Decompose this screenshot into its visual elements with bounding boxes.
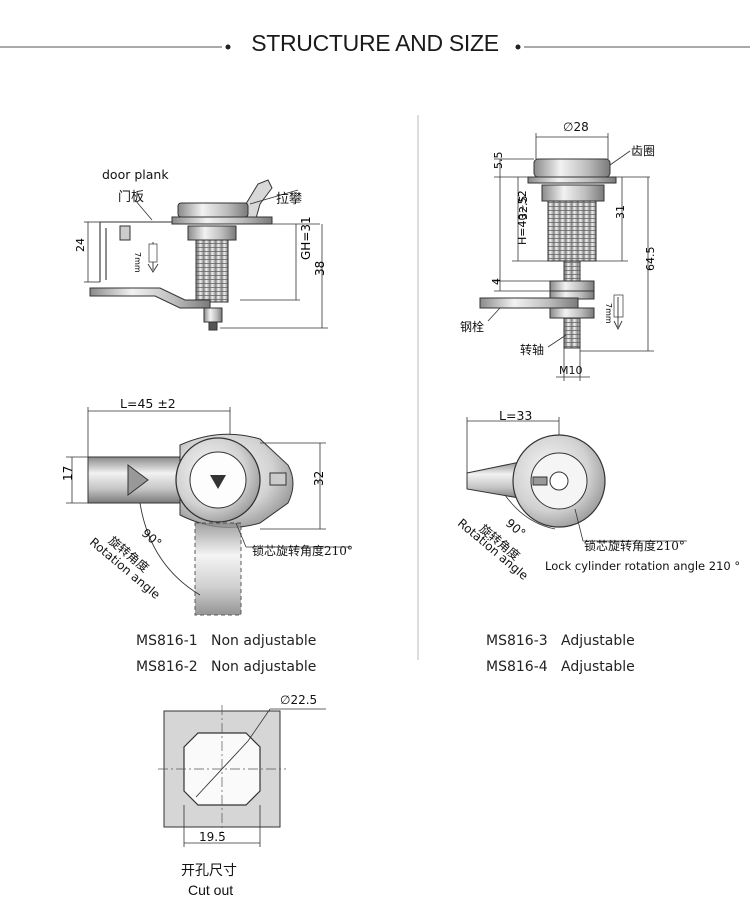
dim-17: 17 <box>61 466 75 481</box>
dim-31: 31 <box>614 205 627 219</box>
model-right-3: MS816-3 Adjustable <box>486 633 635 649</box>
cutout-dim-width: 19.5 <box>199 830 226 844</box>
dim-d28: ∅28 <box>563 120 589 134</box>
label-ring-cn: 齿圈 <box>631 144 656 158</box>
cutout-diagram <box>158 705 326 847</box>
section-divider <box>417 115 419 660</box>
cylinder-rotation-en-right: Lock cylinder rotation angle 210 ° <box>545 559 741 573</box>
dim-24: 24 <box>74 238 87 252</box>
dim-32-5: 32.5 <box>517 196 530 221</box>
dim-l-33: L=33 <box>499 408 533 423</box>
front-view-adjustable-diagram <box>466 417 687 542</box>
model-left-2: MS816-2 Non adjustable <box>136 659 317 675</box>
dim-64-5: 64.5 <box>644 247 657 272</box>
cylinder-rotation-cn-right: 锁芯旋转角度210° <box>584 539 685 553</box>
side-view-adjustable-diagram: 5.5 32.5 H=40~52 4 31 64.5 7mm <box>479 133 657 381</box>
dim-gh-31: GH=31 <box>299 216 313 260</box>
model-left-1: MS816-1 Non adjustable <box>136 633 317 649</box>
label-bolt-cn: 钢栓 <box>460 320 485 334</box>
cylinder-rotation-cn-left: 锁芯旋转角度210° <box>252 544 353 558</box>
label-handle-cn: 拉攀 <box>276 192 303 207</box>
page-title: STRUCTURE AND SIZE <box>251 30 499 56</box>
dim-7mm-left: 7mm <box>133 252 142 273</box>
model-right-4: MS816-4 Adjustable <box>486 659 635 675</box>
front-view-fixed-diagram: 17 32 <box>61 407 350 616</box>
side-view-fixed-diagram: 24 7mm GH=31 38 <box>74 179 328 331</box>
label-door-plank-cn: 门板 <box>118 190 145 205</box>
dim-5-5: 5.5 <box>492 152 505 170</box>
dim-32: 32 <box>312 471 326 486</box>
dim-7mm-right: 7mm <box>604 303 613 324</box>
dim-38: 38 <box>313 261 327 276</box>
header-rule <box>0 44 750 50</box>
dim-h: H=40~52 <box>516 190 529 245</box>
cutout-label-cn: 开孔尺寸 <box>181 863 237 879</box>
dim-m10: M10 <box>559 364 583 377</box>
dim-4: 4 <box>490 278 503 285</box>
label-door-plank: door plank <box>102 167 169 182</box>
dim-l-45: L=45 ±2 <box>120 396 176 411</box>
cutout-dim-diameter: ∅22.5 <box>280 693 318 707</box>
label-shaft-cn: 转轴 <box>520 343 545 357</box>
cutout-label-en: Cut out <box>188 882 234 898</box>
